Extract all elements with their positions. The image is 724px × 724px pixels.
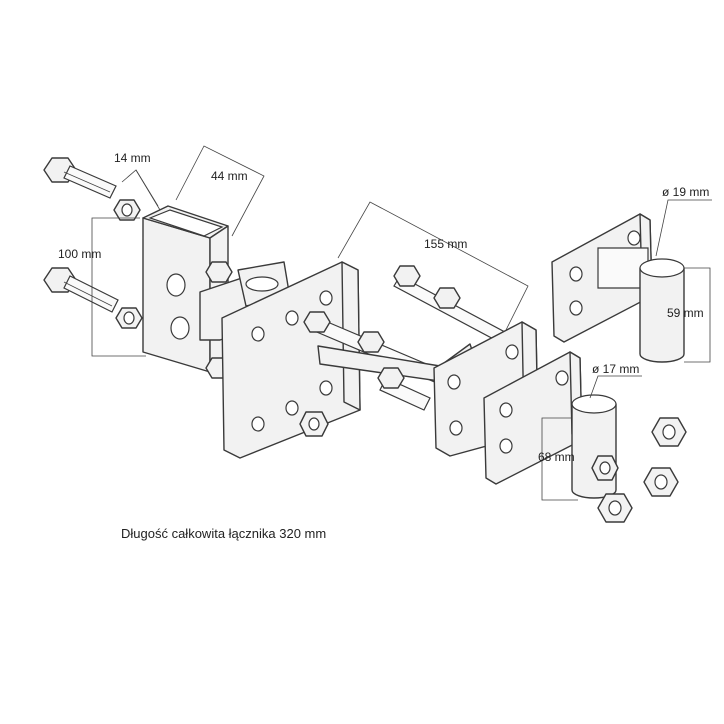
dimension-lines [91, 145, 712, 501]
bolt-lower-left [43, 267, 119, 313]
dim-44mm: 44 mm [211, 169, 248, 183]
dim-14mm: 14 mm [114, 151, 151, 165]
nut-left-top [113, 199, 141, 221]
dim-diameter-19mm: ø 19 mm [662, 185, 709, 199]
total-length-caption: Długość całkowita łącznika 320 mm [121, 526, 326, 541]
nut-mid-top [205, 261, 233, 283]
big-plate [221, 261, 361, 459]
dim-diameter-17mm: ø 17 mm [592, 362, 639, 376]
nut-plate-bottom [299, 411, 329, 437]
nut-loose-2 [643, 467, 679, 497]
dim-68mm: 68 mm [538, 450, 575, 464]
dim-59mm: 59 mm [667, 306, 704, 320]
threaded-rod-lower [377, 367, 431, 411]
bolt-top-left [43, 157, 117, 199]
nut-loose-1 [651, 417, 687, 447]
right-lower-bracket [483, 351, 619, 499]
right-upper-bracket [551, 213, 685, 363]
dim-100mm: 100 mm [58, 247, 101, 261]
nut-loose-3 [597, 493, 633, 523]
nut-left-bottom [115, 307, 143, 329]
threaded-rod-top [393, 265, 521, 351]
dim-155mm: 155 mm [424, 237, 467, 251]
